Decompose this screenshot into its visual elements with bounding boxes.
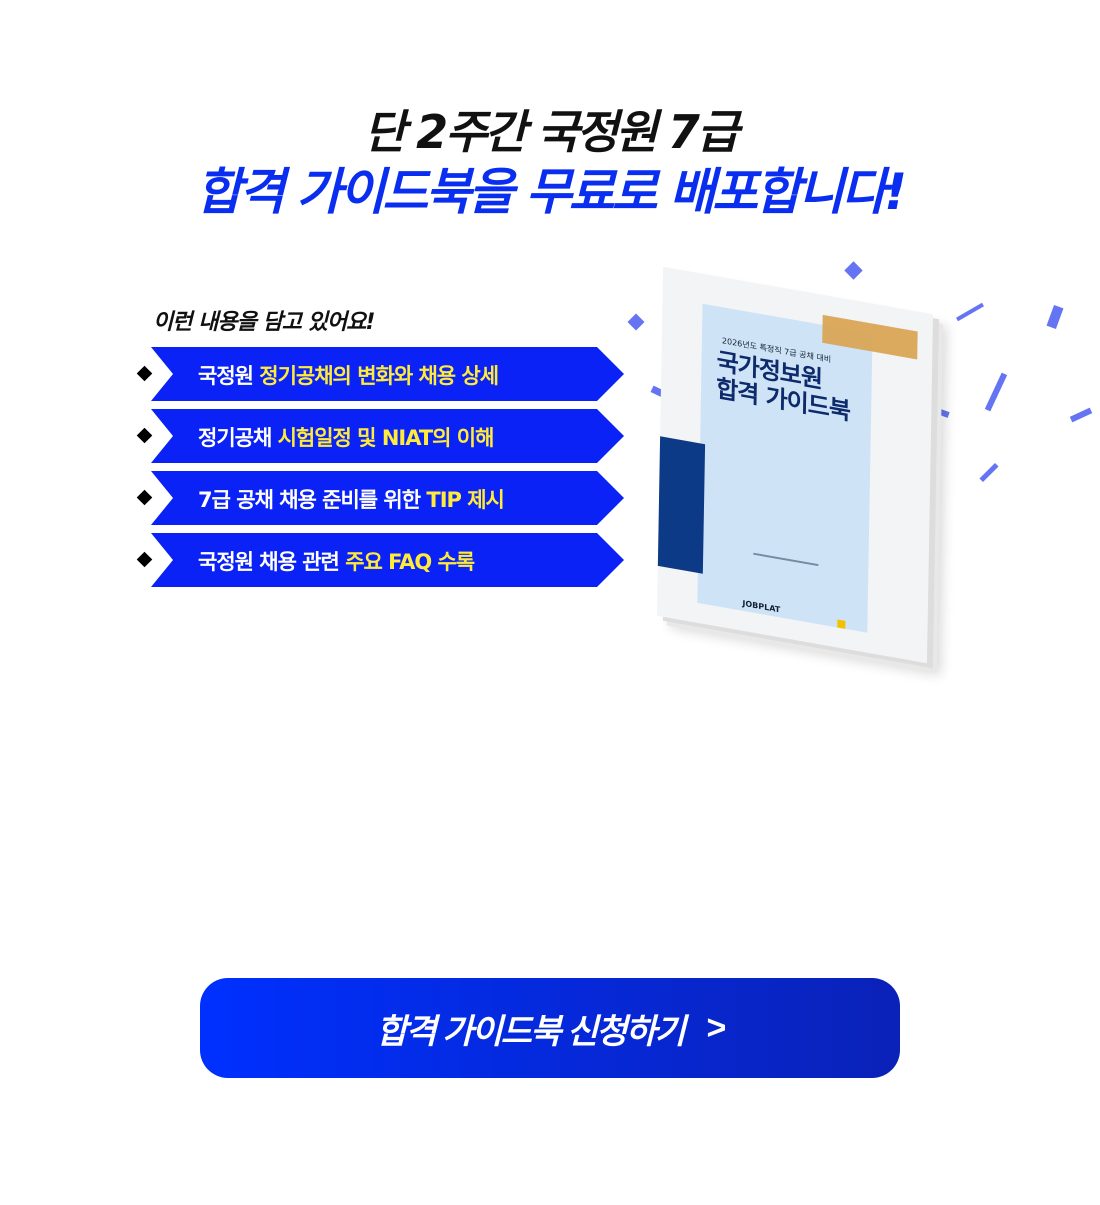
item-highlight: 정기공채의 변화와 채용 상세 <box>259 364 499 388</box>
headline-line1: 단 2주간 국정원 7급 <box>363 105 739 159</box>
item-highlight: 주요 FAQ 수록 <box>345 550 475 574</box>
confetti-icon <box>844 261 863 280</box>
apply-guidebook-button[interactable]: 합격 가이드북 신청하기 > <box>200 978 900 1078</box>
arrow-banner <box>151 409 624 463</box>
item-highlight: 시험일정 및 NIAT의 이해 <box>277 426 495 450</box>
content-item: 7급 공채 채용 준비를 위한 TIP 제시 <box>136 471 626 525</box>
arrow-banner <box>151 347 624 401</box>
diamond-bullet-icon <box>136 551 153 568</box>
diamond-bullet-icon <box>136 427 153 444</box>
confetti-icon <box>979 462 999 483</box>
diamond-bullet-icon <box>136 365 153 382</box>
confetti-icon <box>1046 304 1064 330</box>
item-text: 국정원 <box>198 364 260 388</box>
arrow-banner <box>151 471 624 525</box>
chevron-right-icon: > <box>705 1008 726 1047</box>
apply-button-label: 합격 가이드북 신청하기 <box>376 1012 686 1051</box>
item-text: 국정원 채용 관련 <box>198 550 346 574</box>
content-item: 정기공채 시험일정 및 NIAT의 이해 <box>136 409 626 463</box>
contents-label: 이런 내용을 담고 있어요! <box>153 310 375 335</box>
confetti-icon <box>956 302 984 322</box>
headline-line2: 합격 가이드북을 무료로 배포합니다! <box>195 163 907 221</box>
content-item: 국정원 정기공채의 변화와 채용 상세 <box>136 347 626 401</box>
item-text: 7급 공채 채용 준비를 위한 <box>198 488 427 512</box>
content-item: 국정원 채용 관련 주요 FAQ 수록 <box>136 533 626 587</box>
confetti-icon <box>984 372 1008 412</box>
arrow-banner <box>151 533 624 587</box>
confetti-icon <box>936 408 950 418</box>
book-navy-block <box>657 436 706 574</box>
confetti-icon <box>627 313 645 331</box>
diamond-bullet-icon <box>136 489 153 506</box>
item-highlight: TIP 제시 <box>426 488 504 512</box>
book-yellow-square <box>837 619 846 629</box>
confetti-icon <box>1069 407 1093 423</box>
item-text: 정기공채 <box>198 426 278 450</box>
